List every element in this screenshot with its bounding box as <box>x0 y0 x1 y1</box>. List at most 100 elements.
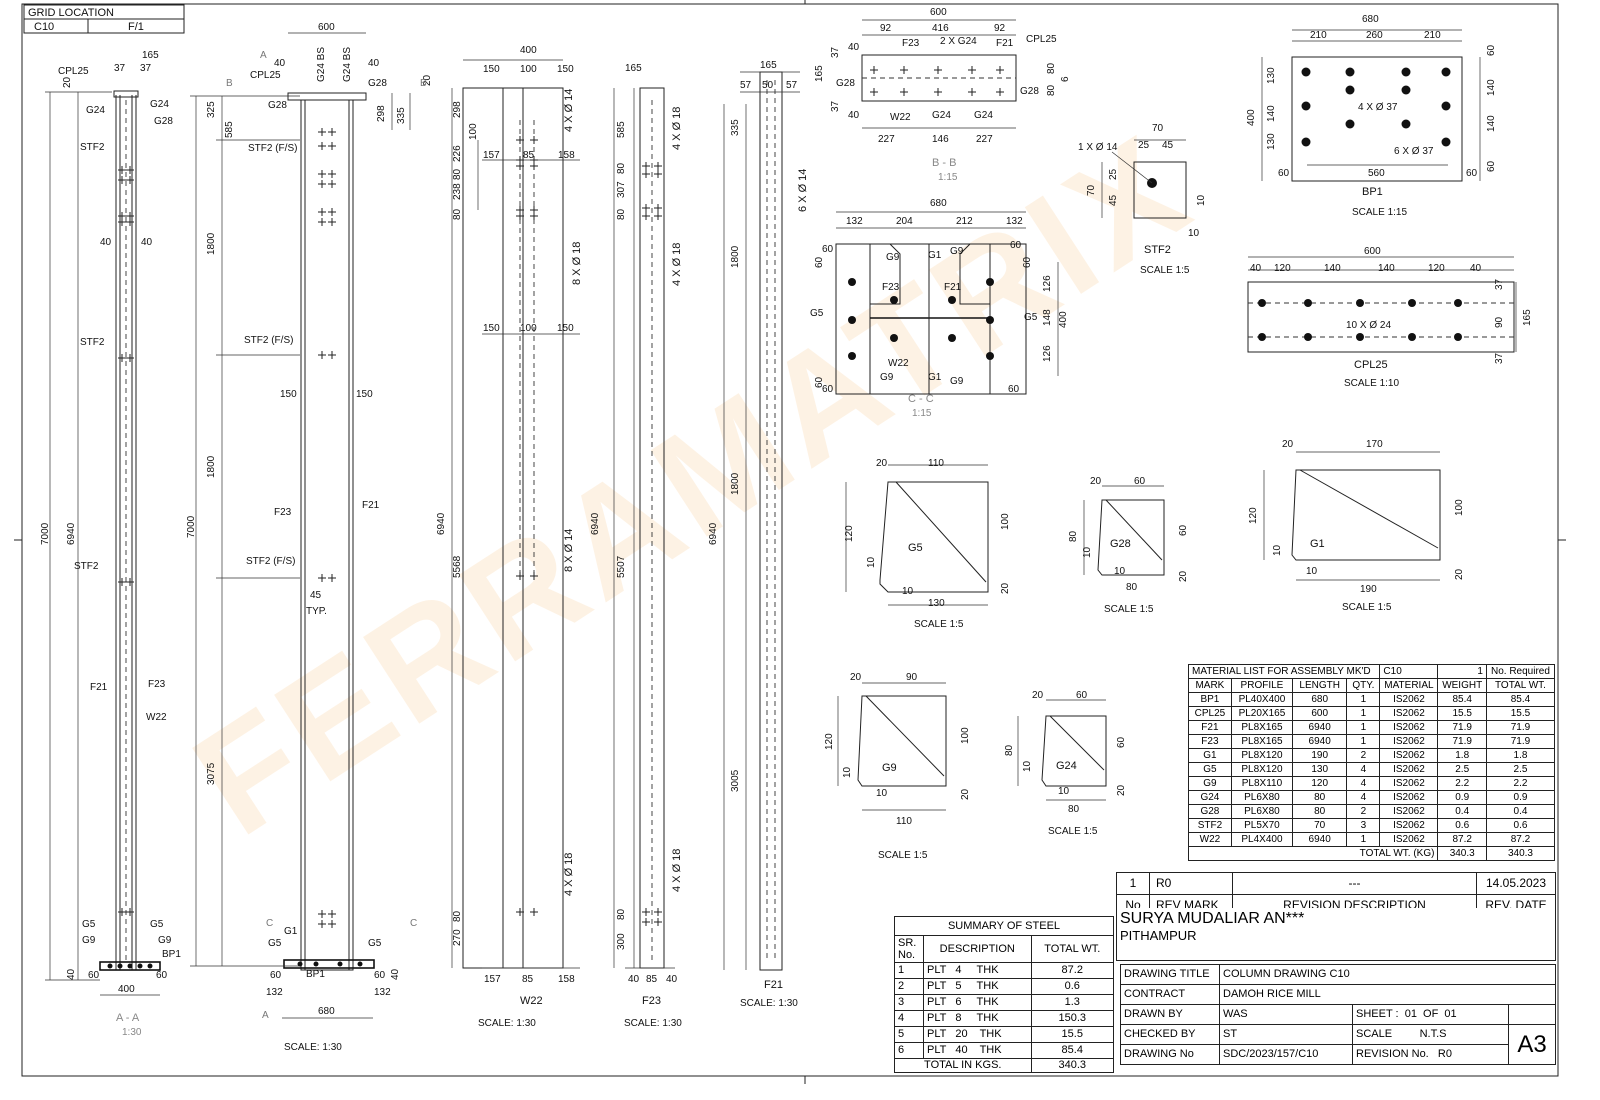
material-cell: 1 <box>1346 734 1381 749</box>
svg-text:SCALE 1:5: SCALE 1:5 <box>1104 604 1154 615</box>
svg-text:G5: G5 <box>1024 312 1038 323</box>
svg-text:SCALE: 1:30: SCALE: 1:30 <box>284 1042 342 1053</box>
bolt-mark <box>934 66 942 74</box>
svg-text:G24 BS: G24 BS <box>316 47 327 82</box>
svg-text:G1: G1 <box>928 372 942 383</box>
svg-text:165: 165 <box>625 63 642 74</box>
svg-text:3005: 3005 <box>730 769 741 792</box>
material-cell: 87.2 <box>1437 832 1487 847</box>
svg-text:600: 600 <box>930 7 947 18</box>
svg-text:G5: G5 <box>82 919 96 930</box>
svg-text:60: 60 <box>1466 168 1478 179</box>
bolt-mark <box>890 296 898 304</box>
svg-text:G1: G1 <box>928 250 942 261</box>
summary-h-sr: SR. No. <box>894 935 924 963</box>
bolt-mark <box>934 88 942 96</box>
svg-text:5507: 5507 <box>616 555 627 578</box>
svg-text:F21: F21 <box>362 500 380 511</box>
svg-text:120: 120 <box>824 733 835 750</box>
material-list-title-row: MATERIAL LIST FOR ASSEMBLY MK'D C10 1 No… <box>1187 664 1556 679</box>
material-cell: 0.4 <box>1437 804 1487 819</box>
svg-text:SCALE 1:5: SCALE 1:5 <box>1140 265 1190 276</box>
summary-cell: 15.5 <box>1030 1026 1115 1043</box>
svg-text:146: 146 <box>932 134 949 145</box>
svg-text:20: 20 <box>62 76 73 88</box>
svg-text:92: 92 <box>994 23 1006 34</box>
material-cell: 0.9 <box>1485 790 1556 805</box>
material-cell: 2.2 <box>1437 776 1487 791</box>
material-cell: PL8X165 <box>1230 720 1294 735</box>
view-g24 <box>1017 699 1107 801</box>
material-cell: PL40X400 <box>1230 692 1294 707</box>
summary-total: 340.3 <box>1030 1058 1115 1073</box>
svg-text:3075: 3075 <box>206 762 217 785</box>
rev-mark: R0 <box>1149 872 1233 895</box>
bolt-mark <box>986 352 994 360</box>
svg-text:A: A <box>262 1010 269 1021</box>
svg-text:F23: F23 <box>274 507 292 518</box>
svg-text:10: 10 <box>1058 786 1070 797</box>
material-cell: BP1 <box>1188 692 1232 707</box>
svg-text:37: 37 <box>114 63 126 74</box>
hole-mark <box>1345 119 1355 129</box>
bolt-mark <box>126 166 134 174</box>
view-f23-plate <box>613 87 675 969</box>
svg-text:80: 80 <box>616 908 627 920</box>
bolt-mark <box>126 218 134 226</box>
svg-text:150: 150 <box>280 389 297 400</box>
bolt-mark <box>318 208 326 216</box>
svg-text:F21: F21 <box>764 979 783 991</box>
svg-text:1800: 1800 <box>206 455 217 478</box>
svg-text:SCALE 1:5: SCALE 1:5 <box>878 850 928 861</box>
bolt-mark <box>313 961 319 967</box>
svg-text:20: 20 <box>1000 582 1011 594</box>
material-cell: 1 <box>1346 706 1381 721</box>
title-block-label: CONTRACT <box>1120 984 1220 1005</box>
material-cell: 71.9 <box>1437 734 1487 749</box>
bolt-mark <box>118 176 126 184</box>
summary-cell: 6 <box>894 1042 924 1059</box>
svg-text:60: 60 <box>1076 690 1088 701</box>
hole-mark <box>1345 67 1355 77</box>
svg-text:G9: G9 <box>886 252 900 263</box>
summary-total-row: TOTAL IN KGS.340.3 <box>894 1058 1115 1073</box>
svg-text:F21: F21 <box>90 682 108 693</box>
svg-text:37: 37 <box>1494 278 1505 290</box>
summary-cell: 150.3 <box>1030 1010 1115 1027</box>
bolt-mark <box>328 142 336 150</box>
svg-text:G1: G1 <box>1310 538 1325 550</box>
svg-text:126: 126 <box>1042 345 1053 362</box>
svg-text:20: 20 <box>1032 690 1044 701</box>
hole-mark <box>1408 299 1416 307</box>
svg-text:G5: G5 <box>368 938 382 949</box>
material-title: MATERIAL LIST FOR ASSEMBLY MK'D <box>1187 664 1381 679</box>
summary-cell: 0.6 <box>1030 978 1115 995</box>
svg-text:20: 20 <box>1282 439 1294 450</box>
svg-text:165: 165 <box>1522 309 1533 326</box>
svg-text:4 X Ø 14: 4 X Ø 14 <box>563 89 575 132</box>
svg-text:1800: 1800 <box>730 245 741 268</box>
svg-text:G28: G28 <box>1020 86 1039 97</box>
svg-text:226: 226 <box>452 145 463 162</box>
svg-text:CPL25: CPL25 <box>1354 359 1388 371</box>
svg-text:1800: 1800 <box>206 232 217 255</box>
svg-text:132: 132 <box>374 987 391 998</box>
bolt-mark <box>848 316 856 324</box>
svg-text:100: 100 <box>960 727 971 744</box>
summary-cell: 4 <box>894 1010 924 1027</box>
svg-text:158: 158 <box>558 974 575 985</box>
svg-text:40: 40 <box>66 968 77 980</box>
svg-text:140: 140 <box>1266 105 1277 122</box>
svg-text:G9: G9 <box>950 376 964 387</box>
svg-text:B: B <box>226 78 233 89</box>
material-mark: C10 <box>1379 664 1438 679</box>
svg-text:C10: C10 <box>34 21 54 33</box>
bolt-mark <box>996 66 1004 74</box>
svg-text:20: 20 <box>1090 476 1102 487</box>
svg-text:298: 298 <box>376 105 387 122</box>
svg-text:40: 40 <box>141 237 153 248</box>
